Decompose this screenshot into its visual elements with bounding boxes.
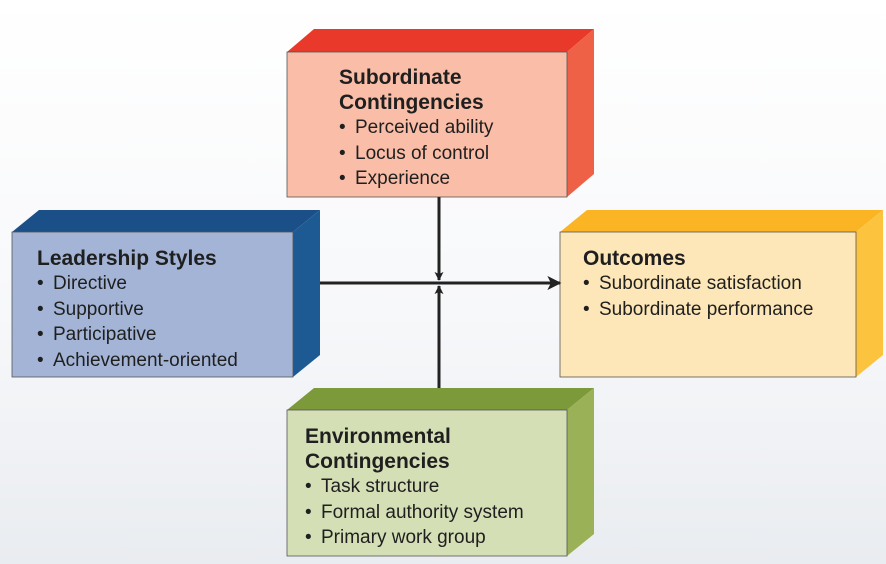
environmental-title-line1: Environmental [305,425,451,448]
list-item: Primary work group [305,525,524,551]
list-item: Experience [339,166,493,192]
environmental-contingencies-text: Environmental Contingencies Task structu… [305,424,524,551]
list-item: Locus of control [339,141,493,167]
subordinate-contingencies-text: Subordinate Contingencies Perceived abil… [339,65,493,192]
list-item: Supportive [37,297,238,323]
list-item: Subordinate performance [583,297,813,323]
subordinate-title-line1: Subordinate [339,66,462,89]
outcomes-text: Outcomes Subordinate satisfaction Subord… [583,246,813,322]
environmental-title-line2: Contingencies [305,450,450,473]
environmental-title: Environmental Contingencies [305,424,524,474]
subordinate-title: Subordinate Contingencies [339,65,493,115]
leadership-styles-text: Leadership Styles Directive Supportive P… [37,246,238,373]
list-item: Subordinate satisfaction [583,271,813,297]
outcomes-items: Subordinate satisfaction Subordinate per… [583,271,813,322]
leadership-title: Leadership Styles [37,247,217,270]
list-item: Perceived ability [339,115,493,141]
subordinate-title-line2: Contingencies [339,91,484,114]
environmental-items: Task structure Formal authority system P… [305,474,524,551]
list-item: Task structure [305,474,524,500]
outcomes-title: Outcomes [583,247,686,270]
list-item: Formal authority system [305,500,524,526]
subordinate-items: Perceived ability Locus of control Exper… [339,115,493,192]
leadership-items: Directive Supportive Participative Achie… [37,271,238,373]
list-item: Participative [37,322,238,348]
list-item: Directive [37,271,238,297]
list-item: Achievement-oriented [37,348,238,374]
